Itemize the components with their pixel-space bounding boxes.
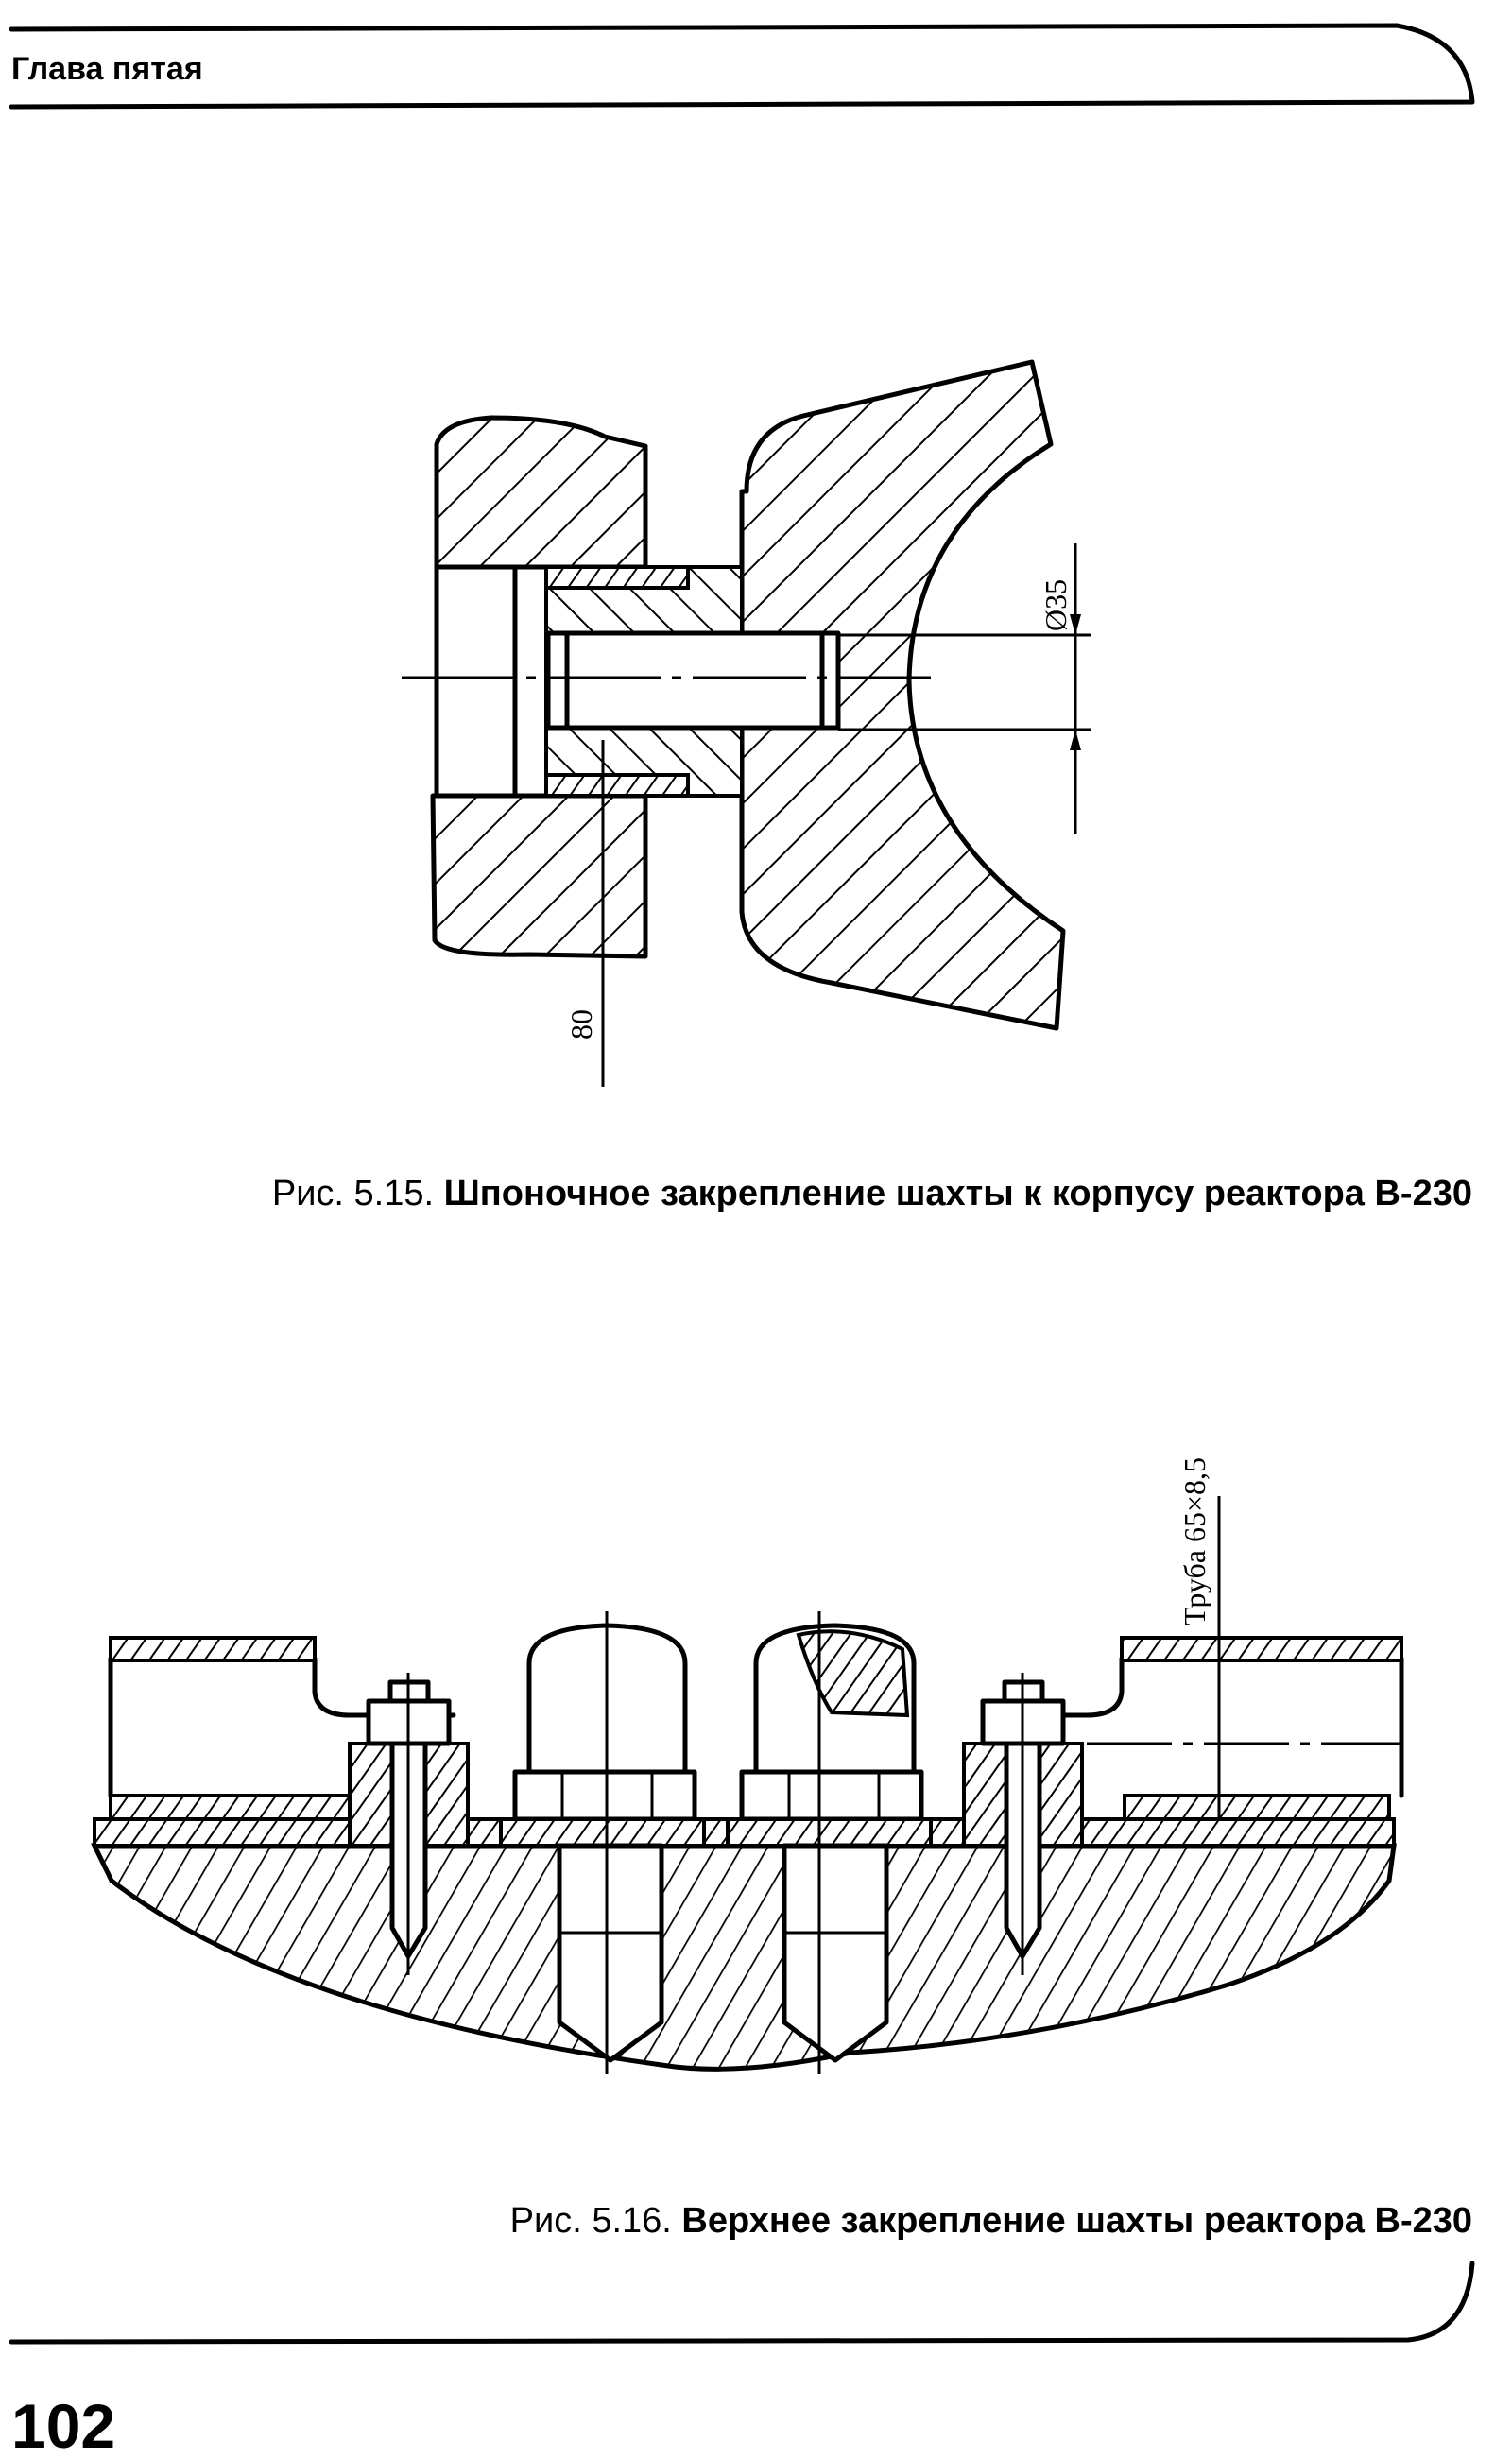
diameter-label: Ø35 — [1039, 579, 1073, 631]
running-header: Глава пятая — [9, 23, 1475, 110]
left-flange-lower — [430, 793, 648, 959]
figure-5-16-drawing: Труба 65×8,5 — [91, 1457, 1404, 2074]
bore — [434, 564, 553, 799]
figure-5-16-caption: Рис. 5.16. Верхнее закрепление шахты реа… — [510, 2201, 1472, 2241]
left-bolt — [499, 1611, 706, 2074]
pipe-label: Труба 65×8,5 — [1177, 1457, 1211, 1625]
caption-number: Рис. 5.15. — [272, 1174, 434, 1213]
chapter-title: Глава пятая — [11, 51, 203, 87]
caption-number: Рис. 5.16. — [510, 2201, 672, 2241]
left-pipe — [108, 1656, 456, 1798]
page-number: 102 — [11, 2391, 115, 2459]
center-bolt — [726, 1611, 933, 2074]
figure-5-15-drawing: Ø35 80 — [402, 359, 1091, 1087]
right-pipe — [1046, 1656, 1404, 1798]
caption-title: Шпоночное закрепление шахты к корпусу ре… — [444, 1174, 1472, 1213]
length-label: 80 — [564, 1009, 598, 1040]
key-hole — [545, 630, 841, 731]
caption-title: Верхнее закрепление шахты реактора В-230 — [681, 2201, 1472, 2241]
shaft-body — [739, 359, 1066, 1031]
left-flange-upper — [434, 415, 648, 570]
left-stud — [348, 1673, 470, 1975]
footer-frame — [9, 2261, 1475, 2345]
right-stud — [962, 1673, 1084, 1975]
figure-5-15-caption: Рис. 5.15. Шпоночное закрепление шахты к… — [272, 1174, 1472, 1213]
vessel-flange — [91, 1843, 1397, 2072]
header-frame — [9, 23, 1475, 110]
